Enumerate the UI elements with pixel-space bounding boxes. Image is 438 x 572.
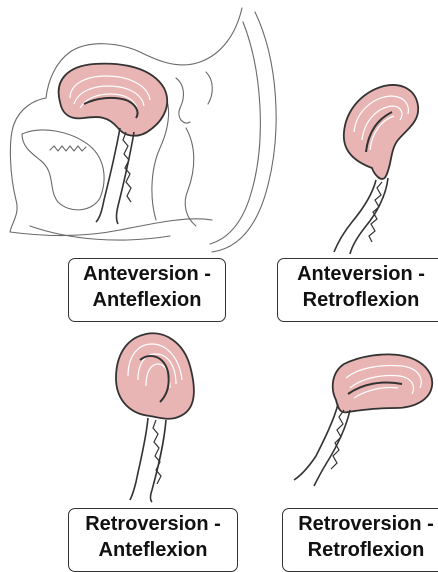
label-anteversion-anteflexion: Anteversion - Anteflexion bbox=[68, 258, 226, 322]
label-line-1: Retroversion - bbox=[283, 511, 438, 537]
uterus-retroversion-retroflexion bbox=[294, 354, 432, 486]
label-retroversion-retroflexion: Retroversion - Retroflexion bbox=[282, 508, 438, 572]
uterus-anteversion-anteflexion bbox=[59, 64, 168, 224]
label-retroversion-anteflexion: Retroversion - Anteflexion bbox=[68, 508, 238, 572]
label-line-2: Anteflexion bbox=[69, 537, 237, 563]
label-line-1: Anteversion - bbox=[278, 261, 438, 287]
label-line-1: Retroversion - bbox=[69, 511, 237, 537]
label-line-2: Anteflexion bbox=[69, 287, 225, 313]
label-anteversion-retroflexion: Anteversion - Retroflexion bbox=[277, 258, 438, 322]
uterus-retroversion-anteflexion bbox=[116, 333, 194, 502]
label-line-1: Anteversion - bbox=[69, 261, 225, 287]
uterus-anteversion-retroflexion bbox=[334, 85, 418, 254]
label-line-2: Retroflexion bbox=[278, 287, 438, 313]
label-line-2: Retroflexion bbox=[283, 537, 438, 563]
